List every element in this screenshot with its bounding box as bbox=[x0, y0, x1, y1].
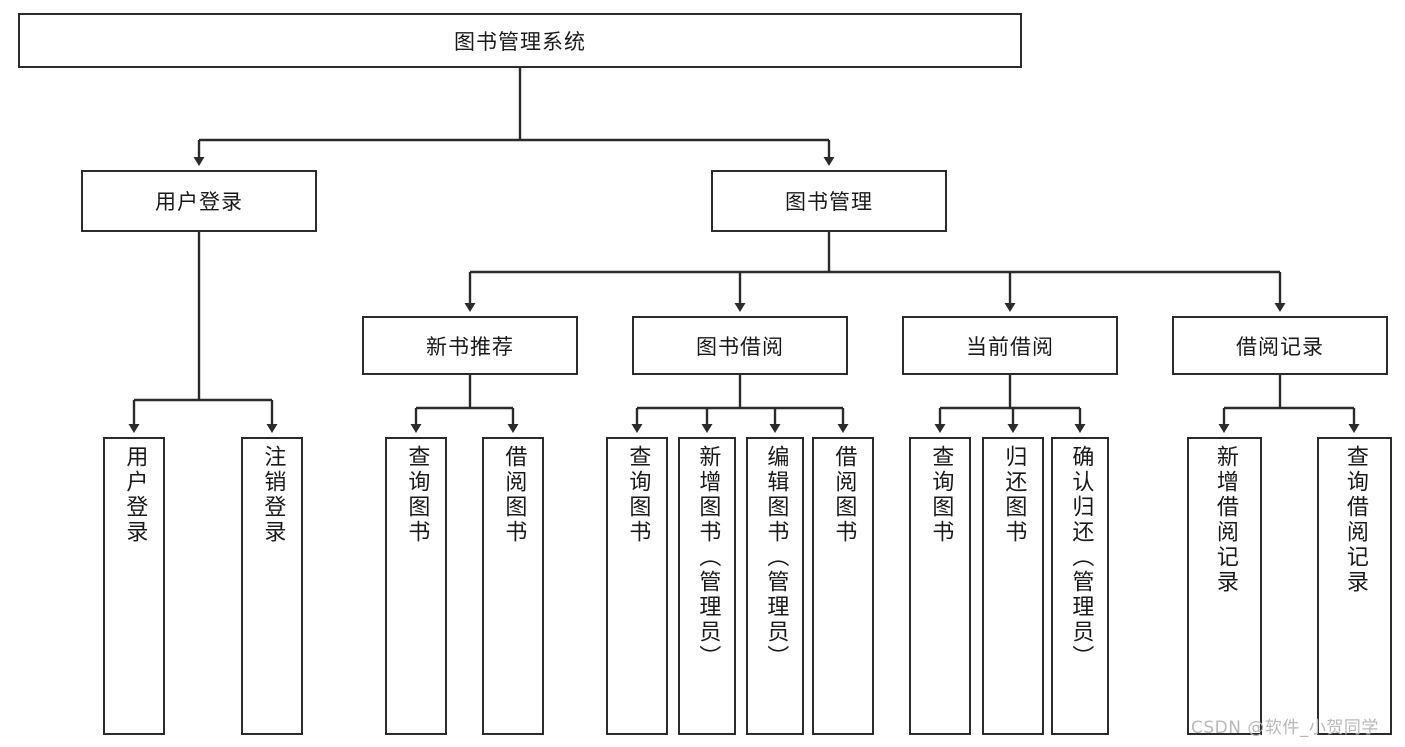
node-leaf-edit-book-label: 编辑图书（管理员） bbox=[763, 445, 789, 670]
node-leaf-user-login-label: 用户登录 bbox=[122, 445, 148, 545]
node-current-borrow-label: 当前借阅 bbox=[966, 334, 1054, 359]
node-leaf-user-logout-label: 注销登录 bbox=[260, 445, 286, 545]
node-root[interactable]: 图书管理系统 bbox=[18, 13, 1022, 68]
node-current-borrow[interactable]: 当前借阅 bbox=[902, 316, 1118, 375]
node-leaf-borrow-book-1-label: 借阅图书 bbox=[501, 445, 527, 545]
node-leaf-query-book-3[interactable]: 查询图书 bbox=[909, 437, 971, 735]
node-leaf-query-book-3-label: 查询图书 bbox=[928, 445, 954, 545]
node-root-label: 图书管理系统 bbox=[454, 29, 586, 54]
node-leaf-add-record[interactable]: 新增借阅记录 bbox=[1187, 437, 1262, 735]
node-borrow-record-label: 借阅记录 bbox=[1236, 334, 1324, 359]
node-leaf-query-record[interactable]: 查询借阅记录 bbox=[1317, 437, 1392, 735]
node-leaf-return-book-label: 归还图书 bbox=[1001, 445, 1027, 545]
node-book-management[interactable]: 图书管理 bbox=[711, 170, 947, 232]
node-user-login-label: 用户登录 bbox=[155, 190, 243, 214]
node-leaf-user-logout[interactable]: 注销登录 bbox=[241, 437, 303, 735]
node-user-login[interactable]: 用户登录 bbox=[81, 170, 317, 232]
node-leaf-query-book-1[interactable]: 查询图书 bbox=[385, 437, 447, 735]
node-borrow-record[interactable]: 借阅记录 bbox=[1172, 316, 1388, 375]
node-leaf-borrow-book-1[interactable]: 借阅图书 bbox=[482, 437, 544, 735]
node-new-book-recommend-label: 新书推荐 bbox=[426, 334, 514, 359]
csdn-watermark: CSDN @软件_小贺同学 bbox=[1191, 718, 1379, 738]
node-leaf-return-book[interactable]: 归还图书 bbox=[982, 437, 1044, 735]
node-leaf-add-record-label: 新增借阅记录 bbox=[1212, 445, 1238, 595]
node-leaf-add-book[interactable]: 新增图书（管理员） bbox=[678, 437, 736, 735]
node-leaf-query-book-1-label: 查询图书 bbox=[404, 445, 430, 545]
node-new-book-recommend[interactable]: 新书推荐 bbox=[362, 316, 578, 375]
node-leaf-borrow-book-2[interactable]: 借阅图书 bbox=[812, 437, 874, 735]
node-book-management-label: 图书管理 bbox=[785, 190, 873, 214]
node-leaf-confirm-return[interactable]: 确认归还（管理员） bbox=[1051, 437, 1109, 735]
node-leaf-query-book-2[interactable]: 查询图书 bbox=[606, 437, 668, 735]
node-leaf-add-book-label: 新增图书（管理员） bbox=[695, 445, 721, 670]
node-leaf-query-record-label: 查询借阅记录 bbox=[1342, 445, 1368, 595]
node-book-borrow[interactable]: 图书借阅 bbox=[632, 316, 848, 375]
node-leaf-edit-book[interactable]: 编辑图书（管理员） bbox=[746, 437, 804, 735]
node-leaf-confirm-return-label: 确认归还（管理员） bbox=[1068, 445, 1094, 670]
node-leaf-query-book-2-label: 查询图书 bbox=[625, 445, 651, 545]
node-book-borrow-label: 图书借阅 bbox=[696, 334, 784, 359]
node-leaf-user-login[interactable]: 用户登录 bbox=[103, 437, 165, 735]
node-leaf-borrow-book-2-label: 借阅图书 bbox=[831, 445, 857, 545]
